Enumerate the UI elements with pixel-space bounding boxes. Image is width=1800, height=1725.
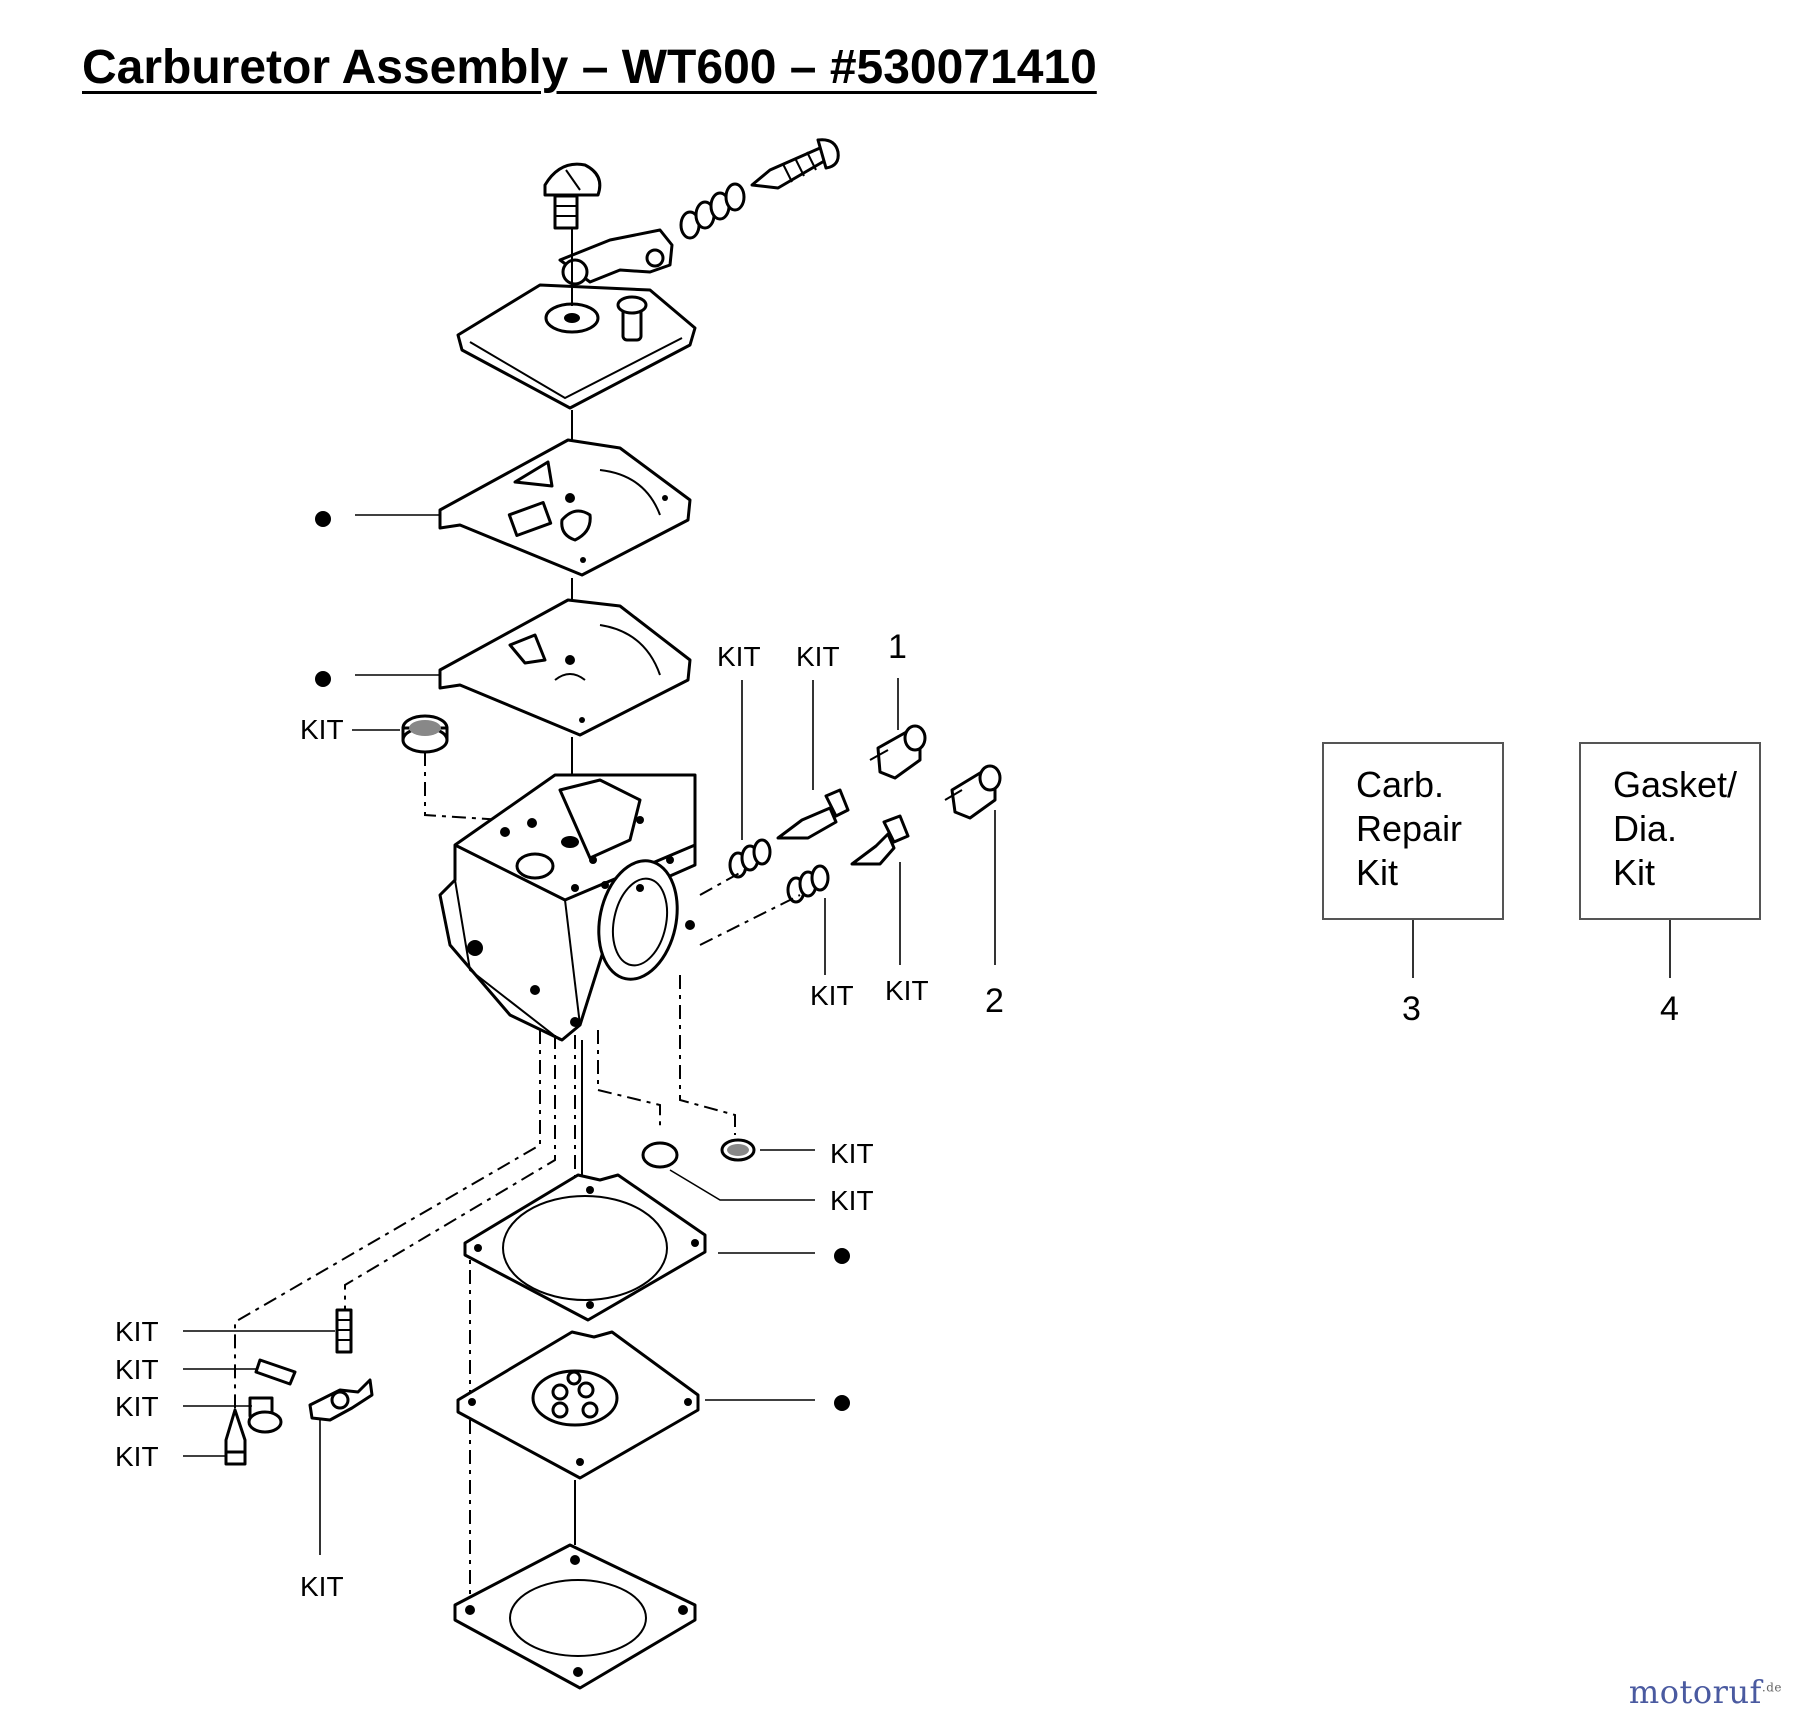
svg-text:Kit: Kit	[1356, 852, 1398, 893]
check-valve-disc	[641, 1141, 679, 1169]
gasket-kit-dot-3	[834, 1248, 850, 1264]
metering-lever-screw	[247, 1396, 283, 1434]
low-speed-spring	[728, 838, 772, 879]
carburetor-top-cover	[456, 283, 697, 410]
svg-text:Kit: Kit	[1613, 852, 1655, 893]
ref-4: 4	[1660, 990, 1679, 1028]
ref-3: 3	[1402, 990, 1421, 1028]
kit-label-lever: KIT	[300, 1571, 344, 1602]
inlet-needle	[224, 1408, 247, 1466]
carb-repair-kit-box: Carb. Repair Kit 3	[1322, 742, 1504, 1028]
svg-text:Carb.: Carb.	[1356, 764, 1444, 805]
pump-diaphragm	[438, 598, 692, 737]
lever-pin	[254, 1358, 297, 1386]
fuel-screen	[720, 1138, 756, 1162]
kit-label-needle-1: KIT	[796, 641, 840, 672]
kit-label-screw: KIT	[115, 1391, 159, 1422]
metering-gasket	[463, 1173, 707, 1322]
kit-label-spring-1: KIT	[717, 641, 761, 672]
gasket-kit-dot-2	[315, 671, 331, 687]
inlet-screen	[401, 714, 449, 754]
ref-2: 2	[985, 982, 1004, 1020]
kit-label-inlet-needle: KIT	[115, 1441, 159, 1472]
gasket-kit-dot-4	[834, 1395, 850, 1411]
kit-label-screen: KIT	[300, 714, 344, 745]
gasket-dia-kit-box: Gasket/ Dia. Kit 4	[1579, 742, 1761, 1028]
ref-1: 1	[888, 628, 907, 666]
page-title: Carburetor Assembly – WT600 – #530071410	[82, 41, 1097, 94]
kit-label-fuel-screen: KIT	[830, 1138, 874, 1169]
throttle-lever	[558, 228, 674, 286]
metering-lever	[308, 1378, 374, 1422]
svg-text:Dia.: Dia.	[1613, 808, 1677, 849]
kit-label-spring-3: KIT	[115, 1316, 159, 1347]
limiter-cap-2	[944, 764, 1002, 820]
high-speed-spring	[786, 864, 830, 904]
limiter-cap-1	[869, 724, 927, 780]
pump-gasket	[438, 438, 692, 577]
low-speed-needle	[776, 788, 850, 840]
kit-label-check-valve: KIT	[830, 1185, 874, 1216]
kit-label-spring-2: KIT	[810, 980, 854, 1011]
gasket-kit-dot-1	[315, 511, 331, 527]
kit-label-pin: KIT	[115, 1354, 159, 1385]
metering-diaphragm	[456, 1330, 700, 1480]
kit-label-needle-2: KIT	[885, 975, 929, 1006]
needle-spring-top	[679, 182, 746, 240]
svg-text:Repair: Repair	[1356, 808, 1462, 849]
high-speed-needle-body	[850, 814, 910, 866]
high-speed-needle	[750, 138, 840, 190]
metering-lever-spring	[335, 1308, 353, 1354]
svg-text:Gasket/: Gasket/	[1613, 764, 1737, 805]
metering-cover	[453, 1543, 697, 1690]
idle-screw	[543, 162, 602, 230]
watermark: motoruf.de	[1628, 1673, 1782, 1711]
carburetor-body	[438, 773, 697, 1042]
